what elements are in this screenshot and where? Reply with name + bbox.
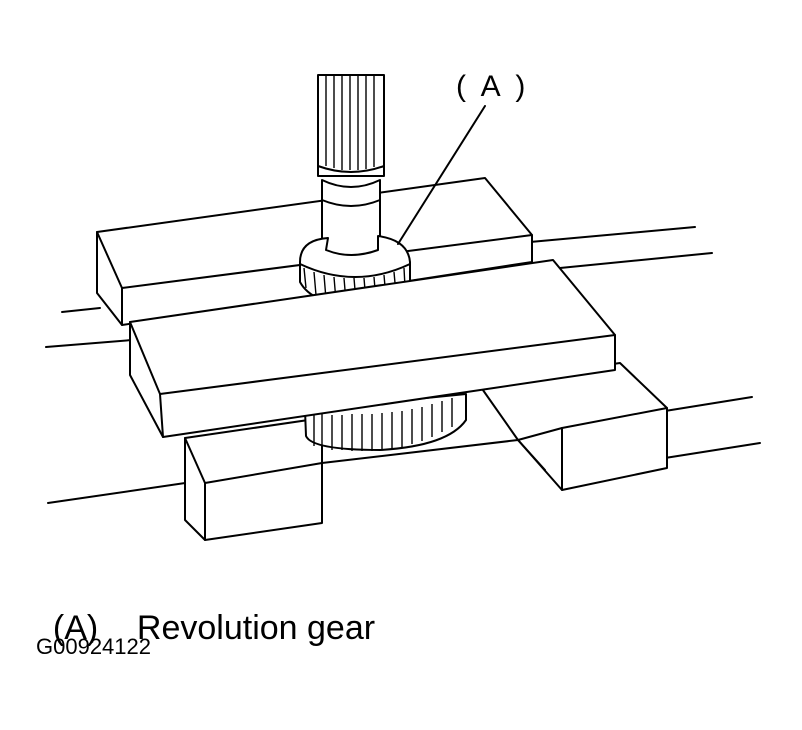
callout-label-a: ( A )	[456, 70, 530, 103]
figure-id: G00924122	[36, 634, 151, 659]
legend: (A) Revolution gear	[34, 570, 375, 648]
legend-tag: (A)	[52, 609, 99, 647]
splined-shaft	[317, 74, 385, 268]
legend-text: Revolution gear	[136, 609, 376, 647]
press-diagram	[45, 74, 761, 541]
callout-leader-line	[397, 105, 486, 245]
support-block-left	[184, 417, 323, 541]
rails	[45, 226, 761, 504]
front-plate	[129, 259, 616, 438]
support-block-right	[321, 362, 668, 491]
